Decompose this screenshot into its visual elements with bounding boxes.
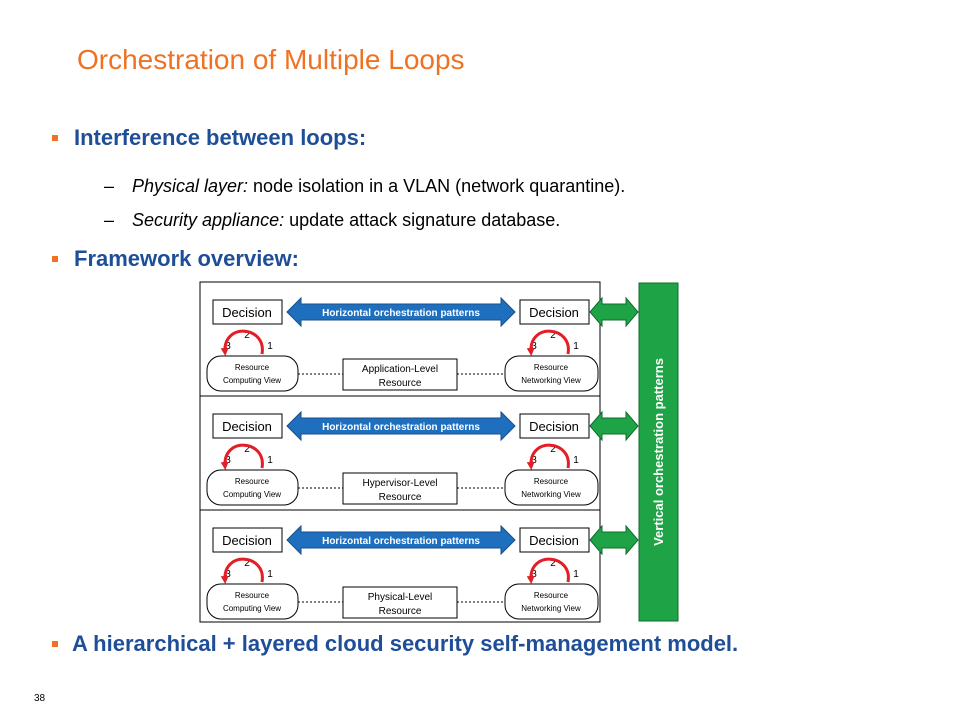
resource-label: Resource — [379, 492, 422, 503]
decision-label: Decision — [529, 305, 579, 320]
loop-number: 1 — [267, 569, 273, 580]
bullet-framework: Framework overview: — [52, 246, 299, 272]
vertical-link-arrow-icon — [589, 524, 639, 556]
sub-bullet-physical: – Physical layer: node isolation in a VL… — [104, 176, 625, 197]
loop-number: 1 — [573, 455, 579, 466]
networking-view-label: Networking View — [521, 376, 581, 385]
networking-view-label: Resource — [534, 591, 569, 600]
loop-number: 3 — [225, 569, 231, 580]
networking-view-box — [504, 583, 599, 620]
loop-arrow-icon — [526, 443, 570, 470]
decision-label: Decision — [529, 419, 579, 434]
networking-view-label: Resource — [534, 363, 569, 372]
bullet-square-icon — [52, 641, 58, 647]
loop-number: 3 — [531, 569, 537, 580]
loop-arrow-icon — [526, 329, 570, 356]
computing-view-box — [206, 355, 299, 392]
loop-arrow-icon — [526, 557, 570, 584]
decision-box-left — [212, 413, 283, 439]
loop-arrow-icon — [220, 443, 264, 470]
sub-bullet-text: node isolation in a VLAN (network quaran… — [248, 176, 626, 196]
vertical-orchestration-bar — [638, 282, 679, 622]
loop-number: 3 — [531, 455, 537, 466]
bullet-interference: Interference between loops: — [52, 125, 366, 151]
sub-bullet-label: Physical layer: — [132, 176, 249, 196]
networking-view-box — [504, 469, 599, 506]
loop-number: 3 — [225, 455, 231, 466]
loop-number: 1 — [573, 341, 579, 352]
loop-number: 2 — [550, 444, 556, 455]
loop-number: 3 — [531, 341, 537, 352]
bullet-text: Framework overview: — [74, 246, 299, 271]
resource-label: Hypervisor-Level — [362, 478, 437, 489]
loop-arrow-icon — [220, 557, 264, 584]
vertical-link-arrow-icon — [589, 296, 639, 328]
resource-box — [342, 586, 458, 619]
computing-view-label: Computing View — [223, 604, 281, 613]
horizontal-arrow-icon — [286, 296, 516, 328]
layer-2: Decision Decision Horizontal orchestration… — [200, 509, 639, 620]
slide-number: 38 — [34, 693, 46, 704]
decision-box-right — [519, 299, 590, 325]
computing-view-label: Computing View — [223, 376, 281, 385]
sub-bullet-text: update attack signature database. — [284, 210, 561, 230]
resource-label: Application-Level — [362, 364, 438, 375]
loop-number: 1 — [267, 341, 273, 352]
loop-number: 2 — [244, 558, 250, 569]
loop-number: 1 — [267, 455, 273, 466]
computing-view-box — [206, 469, 299, 506]
horizontal-arrow-icon — [286, 410, 516, 442]
sub-bullet-security: – Security appliance: update attack sign… — [104, 210, 560, 231]
decision-box-right — [519, 413, 590, 439]
horizontal-arrow-label: Horizontal orchestration patterns — [322, 422, 480, 433]
horizontal-arrow-label: Horizontal orchestration patterns — [322, 536, 480, 547]
decision-label: Decision — [222, 305, 272, 320]
diagram-frame — [199, 281, 601, 623]
decision-box-left — [212, 299, 283, 325]
resource-label: Physical-Level — [368, 592, 432, 603]
networking-view-box — [504, 355, 599, 392]
decision-label: Decision — [222, 533, 272, 548]
decision-box-left — [212, 527, 283, 553]
bullet-model: A hierarchical + layered cloud security … — [52, 631, 738, 657]
loop-number: 1 — [573, 569, 579, 580]
layer-1: Decision Decision Horizontal orchestration… — [200, 395, 639, 506]
computing-view-label: Resource — [235, 363, 270, 372]
loop-number: 2 — [244, 444, 250, 455]
loop-number: 2 — [244, 330, 250, 341]
vertical-link-arrow-icon — [589, 410, 639, 442]
computing-view-label: Resource — [235, 591, 270, 600]
vertical-orchestration-label: Vertical orchestration patterns — [651, 358, 666, 546]
networking-view-label: Networking View — [521, 604, 581, 613]
slide-title: Orchestration of Multiple Loops — [77, 44, 465, 75]
loop-arrow-icon — [220, 329, 264, 356]
loop-number: 3 — [225, 341, 231, 352]
dash-marker: – — [104, 210, 115, 230]
bullet-square-icon — [52, 256, 58, 262]
decision-label: Decision — [529, 533, 579, 548]
networking-view-label: Networking View — [521, 490, 581, 499]
decision-label: Decision — [222, 419, 272, 434]
computing-view-box — [206, 583, 299, 620]
bullet-square-icon — [52, 135, 58, 141]
sub-bullet-label: Security appliance: — [132, 210, 285, 230]
networking-view-label: Resource — [534, 477, 569, 486]
horizontal-arrow-label: Horizontal orchestration patterns — [322, 308, 480, 319]
bullet-text: A hierarchical + layered cloud security … — [72, 631, 739, 656]
computing-view-label: Computing View — [223, 490, 281, 499]
bullet-text: Interference between loops: — [74, 125, 367, 150]
loop-number: 2 — [550, 558, 556, 569]
resource-label: Resource — [379, 606, 422, 617]
dash-marker: – — [104, 176, 115, 196]
loop-number: 2 — [550, 330, 556, 341]
horizontal-arrow-icon — [286, 524, 516, 556]
layer-0: Decision Decision Horizontal orchestration… — [206, 296, 639, 392]
resource-label: Resource — [379, 378, 422, 389]
computing-view-label: Resource — [235, 477, 270, 486]
decision-box-right — [519, 527, 590, 553]
